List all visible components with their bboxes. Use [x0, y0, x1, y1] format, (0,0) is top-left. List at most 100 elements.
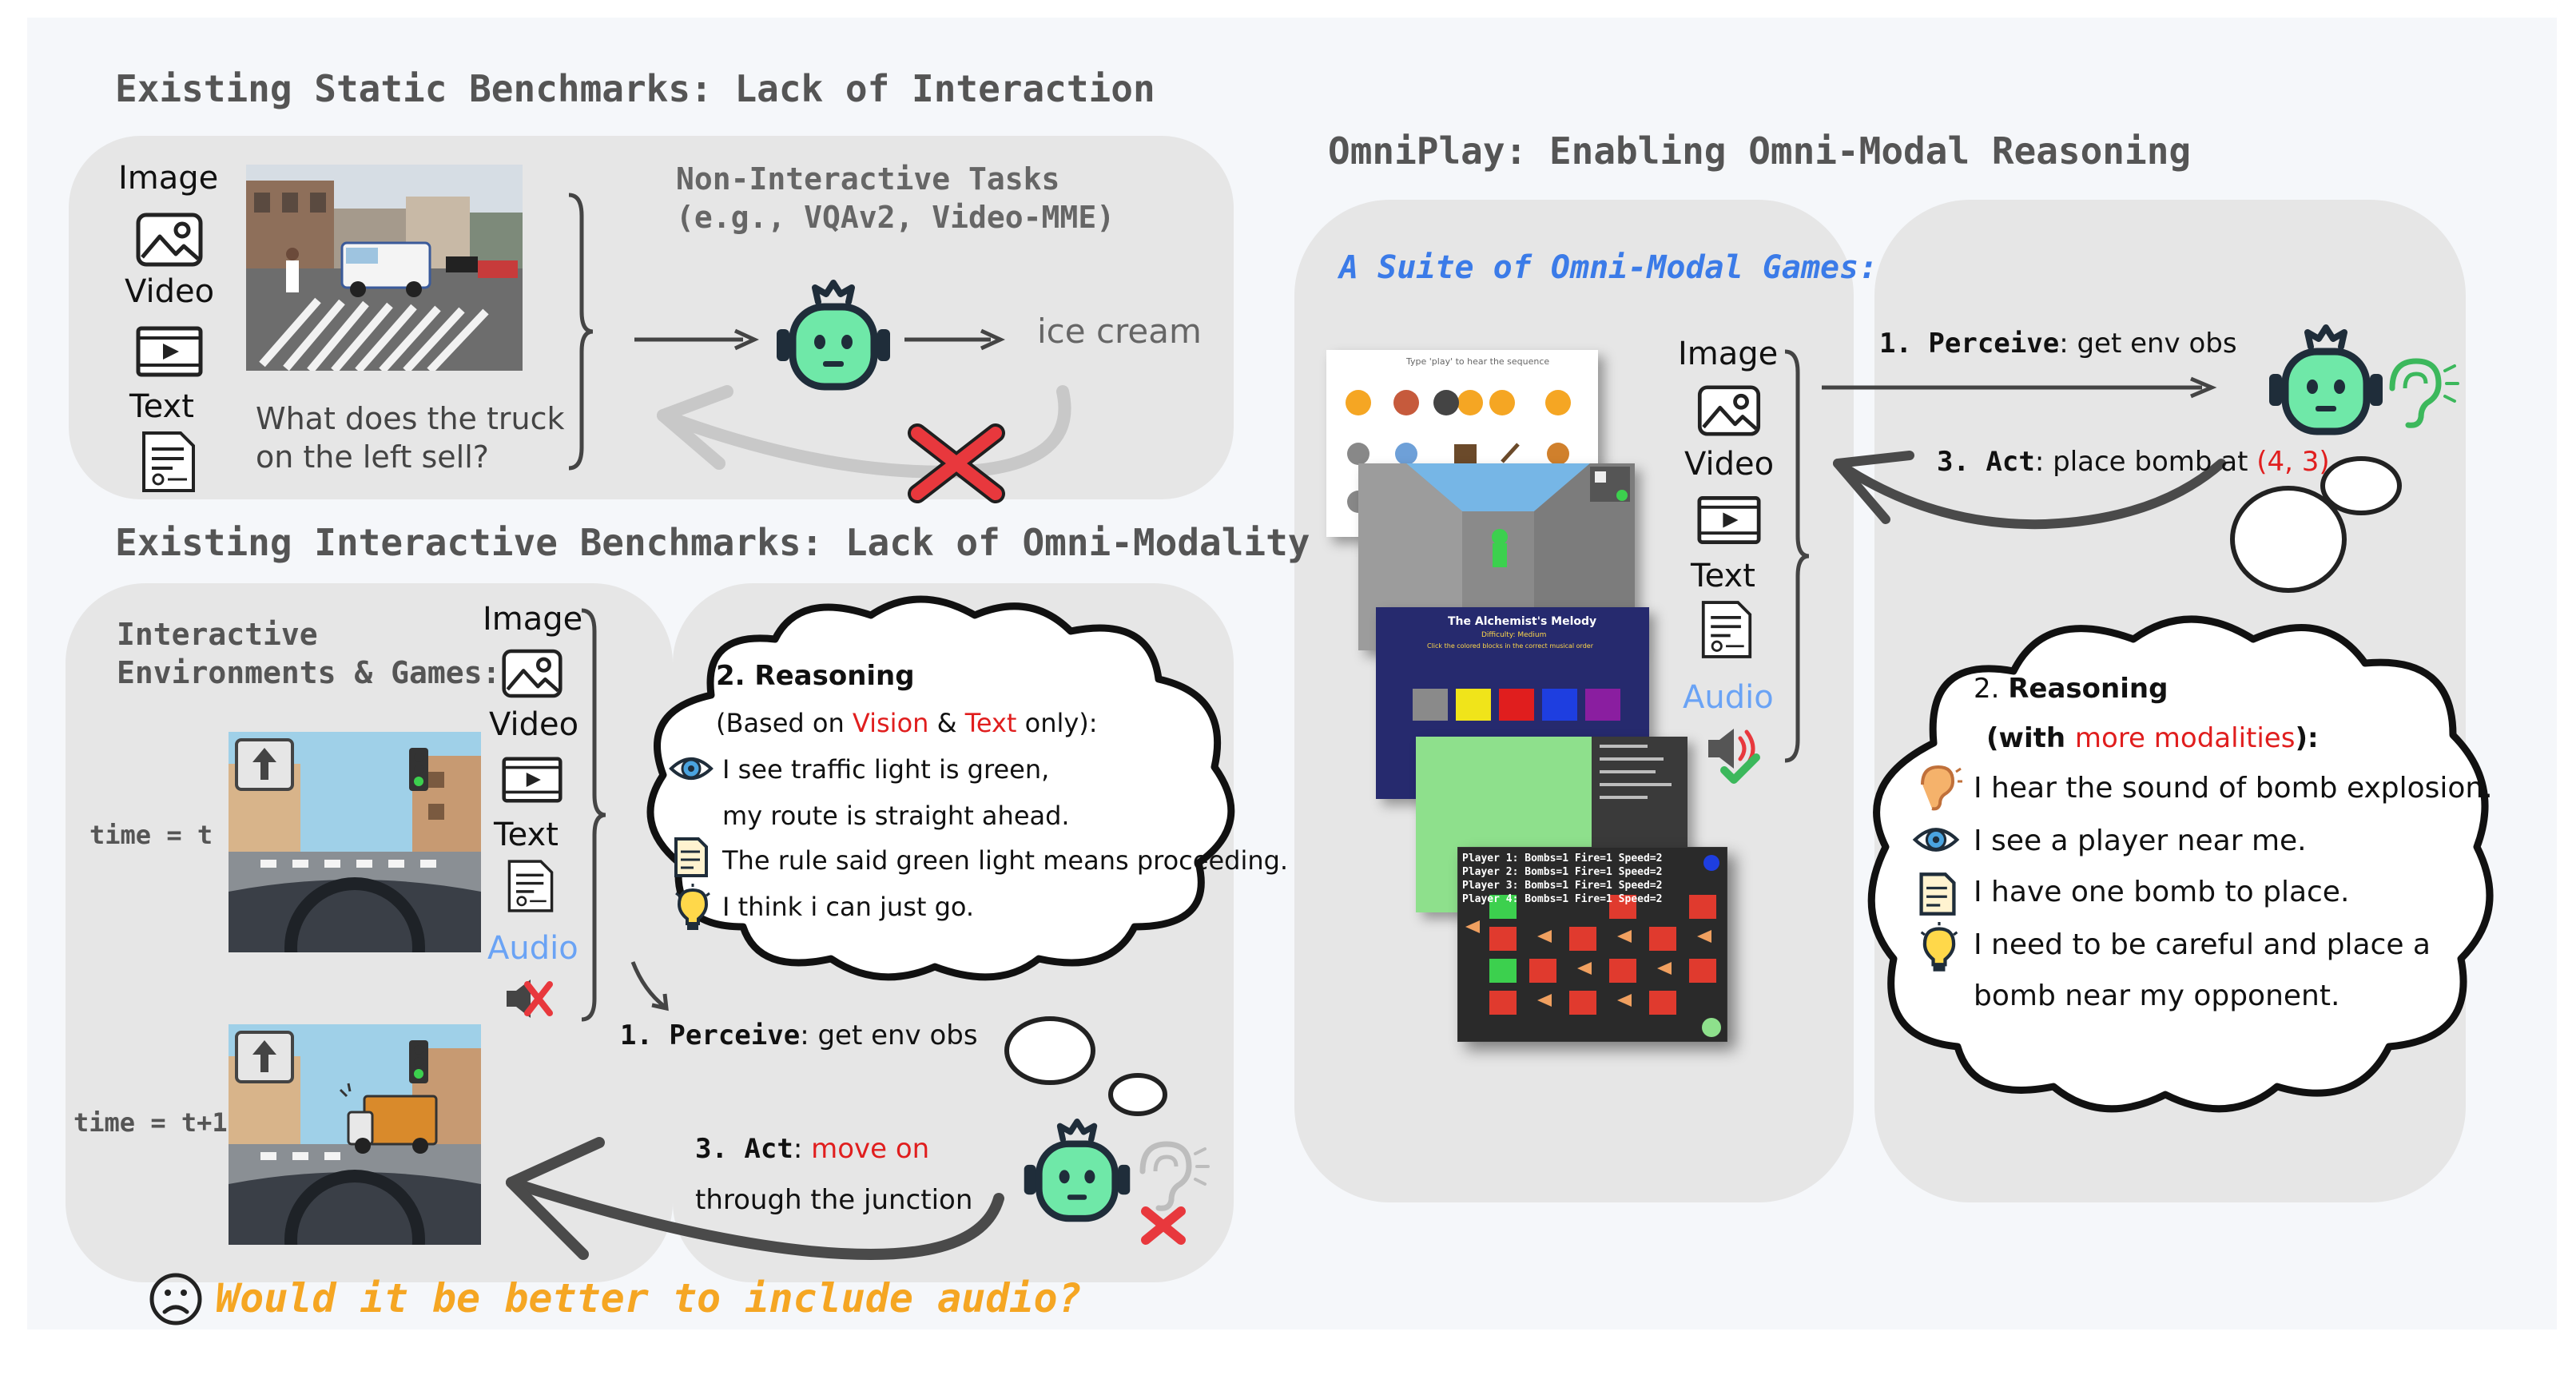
omni-image-label: Image — [1678, 336, 1779, 372]
omni-reasoning-word: Reasoning — [2008, 673, 2169, 705]
perceive-num: 1. — [620, 1019, 670, 1051]
text-word: Text — [964, 708, 1017, 738]
static-video-label: Video — [125, 273, 215, 310]
inter-brace — [581, 608, 606, 1022]
cloud-to-perceive-arrow — [630, 961, 669, 1011]
document-icon — [142, 431, 195, 492]
omni-act-arrow — [1833, 451, 2226, 530]
omni-reasoning-line-5: bomb near my opponent. — [1974, 980, 2340, 1012]
omniplay-title: OmniPlay: Enabling Omni-Modal Reasoning — [1328, 129, 2192, 173]
omni-act-word: Act — [1986, 446, 2035, 478]
with-post: ): — [2295, 722, 2319, 754]
act-colon: : — [793, 1133, 812, 1165]
bomber-line-3: Player 3: Bombs=1 Fire=1 Speed=2 — [1462, 880, 1663, 892]
ear-icon — [1139, 1141, 1210, 1211]
omni-reasoning-num: 2. — [1974, 673, 2009, 705]
perceive-word: Perceive — [669, 1019, 801, 1051]
omni-reasoning-with: (with more modalities): — [1986, 722, 2319, 754]
bomber-line-2: Player 2: Bombs=1 Fire=1 Speed=2 — [1462, 866, 1663, 878]
thought-bubble-big — [1004, 1016, 1095, 1085]
omni-audio-label: Audio — [1683, 679, 1774, 716]
time-t-label: time = t — [89, 820, 213, 850]
omni-reasoning-title: 2. Reasoning — [1974, 673, 2168, 705]
act-move-on: move on — [811, 1133, 930, 1165]
driving-scene-t1 — [229, 1024, 481, 1245]
eye-icon — [1912, 828, 1960, 852]
omni-video-label: Video — [1684, 446, 1775, 483]
time-t1-label: time = t+1 — [74, 1107, 228, 1138]
based-post: only): — [1016, 708, 1098, 738]
video-icon — [136, 326, 203, 377]
inter-video-label: Video — [489, 706, 579, 743]
act-line-2: through the junction — [695, 1184, 973, 1216]
street-photo — [246, 165, 523, 371]
tasks-line-2: (e.g., VQAv2, Video-MME) — [676, 200, 1115, 235]
screen-3-title: The Alchemist's Melody — [1448, 615, 1597, 628]
video-icon — [1697, 496, 1761, 544]
ear-icon — [2389, 358, 2459, 428]
robot-icon — [2269, 324, 2383, 435]
thought-bubble-big — [2230, 486, 2347, 593]
sad-face-icon — [149, 1273, 202, 1325]
speaker-icon — [1708, 729, 1760, 784]
env-label: Interactive Environments & Games: — [117, 615, 500, 692]
ear-icon — [1921, 765, 1962, 811]
screen-3-subtitle: Click the colored blocks in the correct … — [1427, 642, 1593, 650]
inter-perceive: 1. Perceive: get env obs — [620, 1019, 978, 1051]
game-screen-bomberman: Player 1: Bombs=1 Fire=1 Speed=2 Player … — [1457, 847, 1727, 1042]
with-more-modalities: more modalities — [2074, 722, 2296, 754]
reasoning-line-4: I think i can just go. — [722, 892, 975, 922]
amp-word: & — [928, 708, 965, 738]
interactive-title: Existing Interactive Benchmarks: Lack of… — [115, 521, 1310, 564]
static-title: Existing Static Benchmarks: Lack of Inte… — [115, 67, 1155, 110]
inter-act: 3. Act: move on through the junction — [695, 1123, 972, 1226]
static-tasks: Non-Interactive Tasks (e.g., VQAv2, Vide… — [676, 160, 1115, 236]
robot-icon — [1024, 1119, 1131, 1222]
inter-audio-label: Audio — [487, 930, 578, 967]
omni-perceive-word: Perceive — [1928, 328, 2060, 360]
thought-bubble-small — [1108, 1073, 1167, 1116]
omni-reasoning-line-3: I have one bomb to place. — [1974, 876, 2350, 908]
reasoning-title: 2. Reasoning — [716, 660, 915, 692]
bomber-status: Player 1: Bombs=1 Fire=1 Speed=2 Player … — [1462, 852, 1662, 906]
omni-act: 3. Act: place bomb at (4, 3) — [1937, 446, 2330, 478]
video-icon — [502, 757, 563, 803]
suite-title: A Suite of Omni-Modal Games: — [1339, 249, 1878, 286]
screen-1-caption: Type 'play' to hear the sequence — [1406, 356, 1550, 367]
bomber-line-1: Player 1: Bombs=1 Fire=1 Speed=2 — [1462, 852, 1663, 864]
reasoning-cloud — [646, 595, 1235, 981]
omni-perceive-arrow — [1822, 376, 2217, 399]
omni-perceive-rest: : get env obs — [2059, 328, 2237, 360]
tasks-line-1: Non-Interactive Tasks — [676, 161, 1060, 197]
audio-question: Would it be better to include audio? — [216, 1275, 1082, 1321]
image-icon — [502, 649, 563, 698]
question-line-1: What does the truck — [256, 401, 565, 436]
based-pre: (Based on — [716, 708, 853, 738]
image-icon — [136, 213, 203, 267]
question-line-2: on the left sell? — [256, 439, 489, 475]
eye-icon — [669, 757, 714, 780]
cross-icon — [908, 423, 1005, 503]
screen-3-difficulty: Difficulty: Medium — [1481, 631, 1547, 639]
static-arrow-in — [634, 328, 760, 351]
inter-text-label: Text — [494, 817, 559, 853]
vision-word: Vision — [852, 708, 929, 738]
image-icon — [1697, 385, 1761, 436]
omni-perceive: 1. Perceive: get env obs — [1879, 328, 2237, 360]
static-arrow-out — [904, 328, 1006, 351]
reasoning-line-3: The rule said green light means proceedi… — [722, 845, 1289, 876]
static-return-arrow — [657, 385, 1071, 479]
omni-act-coords: (4, 3) — [2256, 446, 2330, 478]
document-icon — [507, 860, 554, 912]
bomber-line-4: Player 4: Bombs=1 Fire=1 Speed=2 — [1462, 893, 1663, 905]
env-label-line-2: Environments & Games: — [117, 655, 501, 690]
lightbulb-icon — [1920, 922, 1958, 972]
document-icon — [1701, 601, 1752, 658]
static-answer: ice cream — [1037, 312, 1202, 351]
omni-perceive-num: 1. — [1879, 328, 1929, 360]
inter-image-label: Image — [483, 601, 583, 638]
omni-text-label: Text — [1691, 558, 1755, 594]
static-image-label: Image — [118, 160, 219, 197]
driving-scene-t — [229, 732, 481, 952]
omni-reasoning-line-4: I need to be careful and place a — [1974, 928, 2431, 961]
